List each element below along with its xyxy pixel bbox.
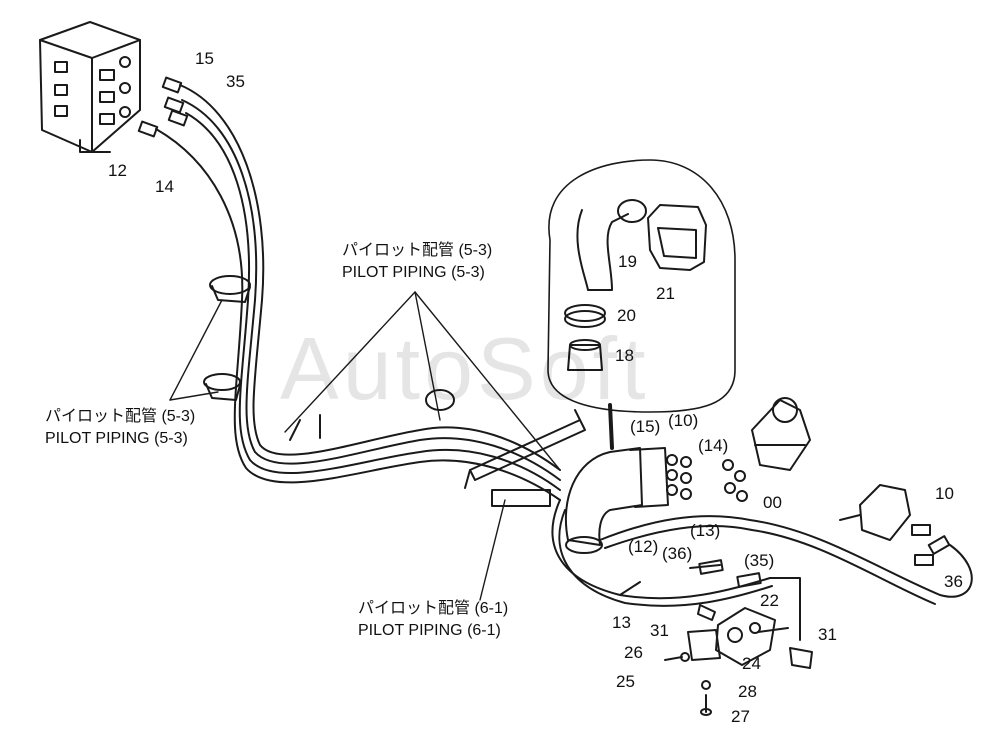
- caption-en: PILOT PIPING (6-1): [358, 621, 501, 639]
- caption-jp: パイロット配管 (5-3): [342, 242, 493, 259]
- adapter-block-hardware: [619, 577, 813, 716]
- caption-pilot-piping-5-3-top: パイロット配管 (5-3) PILOT PIPING (5-3): [342, 240, 492, 283]
- caption-en: PILOT PIPING (5-3): [45, 429, 188, 447]
- part-label: (15): [630, 417, 661, 436]
- part-label: 26: [624, 643, 643, 662]
- caption-en: PILOT PIPING (5-3): [342, 263, 485, 281]
- part-label: 31: [818, 625, 837, 644]
- control-valve-block: [39, 21, 141, 153]
- caption-jp: パイロット配管 (5-3): [45, 408, 196, 425]
- mounting-bracket: [464, 409, 586, 507]
- part-label: (12): [628, 537, 659, 556]
- caption-pilot-piping-5-3-left: パイロット配管 (5-3) PILOT PIPING (5-3): [45, 406, 195, 449]
- part-label: 15: [195, 49, 214, 68]
- part-label: 28: [738, 682, 757, 701]
- part-label: 18: [615, 346, 634, 365]
- part-label: (13): [690, 521, 721, 540]
- part-label: (10): [668, 411, 699, 430]
- part-label: (36): [662, 544, 693, 563]
- part-label: (35): [744, 551, 775, 570]
- part-label: 27: [731, 707, 750, 726]
- caption-pilot-piping-6-1: パイロット配管 (6-1) PILOT PIPING (6-1): [358, 598, 508, 641]
- detail-balloon: [547, 159, 736, 450]
- part-label: 21: [656, 284, 675, 303]
- part-label: 24: [742, 654, 761, 673]
- watermark-text: AutoSoft: [280, 319, 650, 418]
- part-label: 20: [617, 306, 636, 325]
- part-label: 14: [155, 177, 174, 196]
- part-label: 19: [618, 252, 637, 271]
- part-label: 35: [226, 72, 245, 91]
- right-valve-unit: [839, 484, 951, 566]
- caption-jp: パイロット配管 (6-1): [358, 600, 509, 617]
- pilot-hose-bundle: [155, 84, 561, 501]
- elbow-hose-assembly: [564, 447, 748, 554]
- part-label: 12: [108, 161, 127, 180]
- hose-fittings-top: [137, 76, 189, 138]
- part-label: 00: [763, 493, 782, 512]
- part-label: 10: [935, 484, 954, 503]
- part-label: 31: [650, 621, 669, 640]
- part-label: (14): [698, 436, 729, 455]
- hose-clamps: [203, 275, 455, 441]
- part-label: 22: [760, 591, 779, 610]
- pilot-valve-unit: [751, 397, 811, 471]
- part-label: 25: [616, 672, 635, 691]
- part-label: 36: [944, 572, 963, 591]
- part-label: 13: [612, 613, 631, 632]
